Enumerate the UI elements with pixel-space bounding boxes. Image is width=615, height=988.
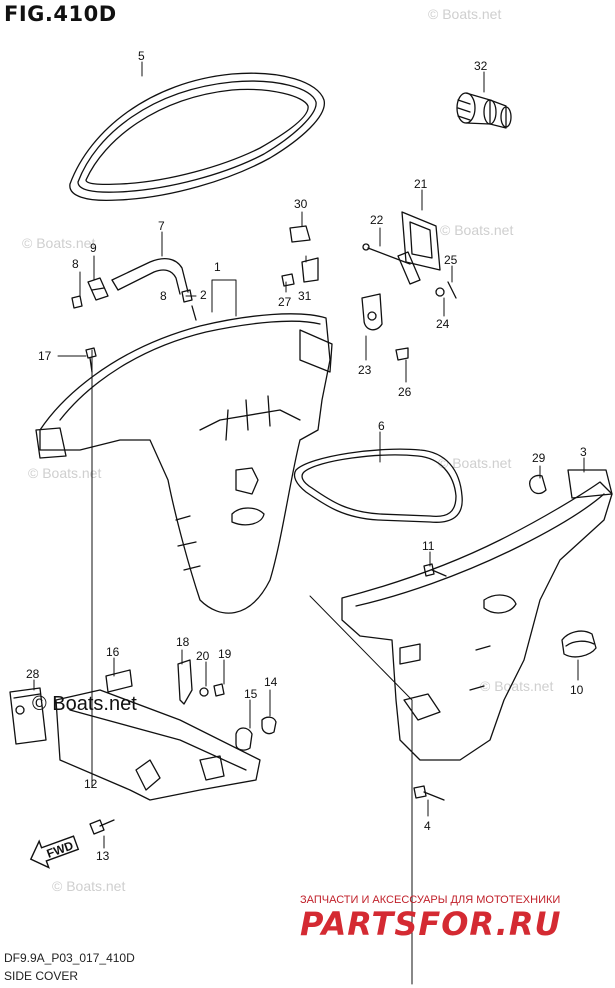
clamp	[87, 277, 109, 301]
ad-brand-logo: PARTSFOR.RU	[300, 905, 562, 943]
callout: 16	[106, 645, 120, 659]
figure-title: FIG.410D	[4, 2, 117, 26]
watermark: © Boats.net	[28, 465, 102, 481]
callout: 30	[294, 197, 308, 211]
callout: 18	[176, 635, 190, 649]
watermark: © Boats.net	[428, 6, 502, 22]
callout: 14	[264, 675, 278, 689]
grommet-plug	[456, 92, 512, 129]
callout: 5	[138, 49, 145, 63]
callout: 23	[358, 363, 372, 377]
pad-bracket	[281, 225, 319, 287]
side-cover-starboard	[341, 469, 613, 761]
seal-top-cover	[69, 72, 325, 202]
callout: 1	[214, 260, 221, 274]
callout: 3	[580, 445, 587, 459]
callout: 25	[444, 253, 458, 267]
callout: 27	[278, 295, 292, 309]
leader-lines	[33, 61, 585, 985]
callout: 24	[436, 317, 450, 331]
callout: 32	[474, 59, 488, 73]
callout-labels: 1 2 3 4 5 6 7 8 8 9 10 11 12 13 14 15 16…	[26, 49, 587, 863]
watermark: © Boats.net	[440, 222, 514, 238]
lever-assembly	[361, 211, 457, 361]
watermark: © Boats.net	[32, 693, 137, 715]
bracket-lower	[55, 689, 261, 801]
callout: 22	[370, 213, 384, 227]
small-parts	[177, 659, 277, 751]
callout: 7	[158, 219, 165, 233]
callout: 8	[160, 289, 167, 303]
callout: 8	[72, 257, 79, 271]
callout: 12	[84, 777, 98, 791]
callout: 10	[570, 683, 584, 697]
callout: 26	[398, 385, 412, 399]
watermark: © Boats.net	[480, 678, 554, 694]
hose	[111, 257, 189, 295]
plug-small	[529, 474, 547, 495]
callout: 11	[422, 539, 435, 553]
seal-gasket	[293, 448, 463, 523]
watermark: © Boats.net	[22, 235, 96, 251]
clip-16	[105, 669, 133, 693]
callout: 15	[244, 687, 258, 701]
callout: 28	[26, 667, 40, 681]
callout: 6	[378, 419, 385, 433]
screws	[85, 347, 447, 835]
ad-tagline: ЗАПЧАСТИ И АКСЕССУАРЫ ДЛЯ МОТОТЕХНИКИ	[300, 894, 561, 906]
fwd-arrow: FWD	[29, 835, 80, 869]
watermark: © Boats.net	[438, 455, 512, 471]
callout: 13	[96, 849, 110, 863]
grommet-oval	[561, 630, 597, 658]
callout: 21	[414, 177, 428, 191]
pad-28	[9, 687, 47, 745]
figure-code: DF9.9A_P03_017_410D	[4, 951, 135, 965]
callout: 4	[424, 819, 431, 833]
callout: 19	[218, 647, 232, 661]
fwd-label: FWD	[45, 838, 76, 861]
callout: 29	[532, 451, 546, 465]
callout: 9	[90, 241, 97, 255]
callout: 31	[298, 289, 312, 303]
callout: 20	[196, 649, 210, 663]
callout: 17	[38, 349, 52, 363]
side-cover-port	[35, 313, 333, 614]
figure-name: SIDE COVER	[4, 969, 79, 983]
screw-small	[71, 289, 197, 321]
callout: 2	[200, 288, 207, 302]
watermark: © Boats.net	[52, 878, 126, 894]
